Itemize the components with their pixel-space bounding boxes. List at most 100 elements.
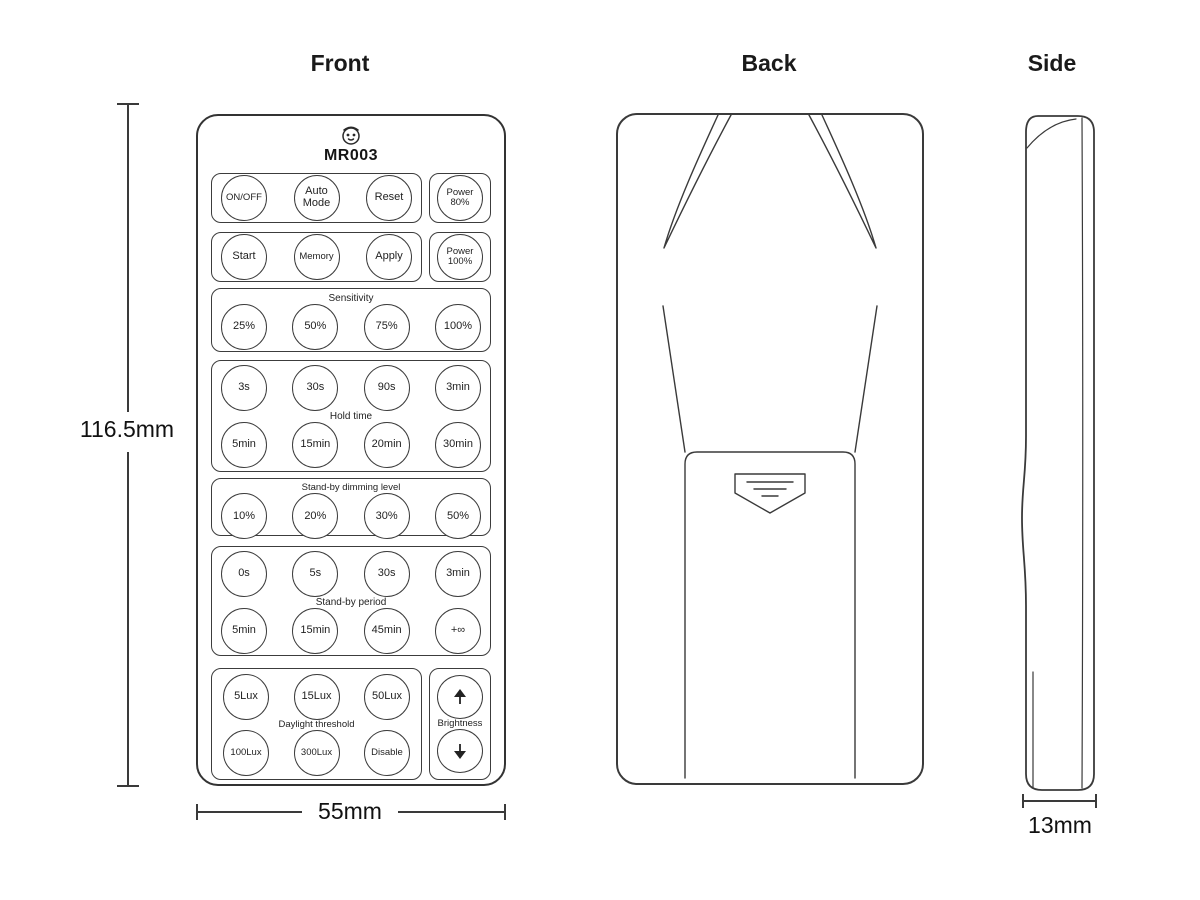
back-seam-left — [663, 114, 732, 249]
side-view-title: Side — [1027, 50, 1077, 76]
button-5lux: 5Lux — [223, 674, 269, 720]
model-label: MR003 — [323, 147, 379, 164]
button-300lux: 300Lux — [293, 730, 340, 777]
back-slant-left — [662, 305, 686, 453]
button-hold-30s: 30s — [292, 365, 339, 411]
button-hold-15min: 15min — [292, 422, 339, 468]
back-seam-right — [808, 114, 877, 249]
group-power-80: Power 80% — [429, 173, 491, 223]
button-auto-mode: Auto Mode — [293, 175, 340, 221]
hold-time-row1: 3s 30s 90s 3min — [221, 365, 481, 411]
button-sensitivity-50: 50% — [292, 304, 339, 350]
button-period-infinity: +∞ — [434, 608, 481, 654]
brightness-down-button — [437, 729, 483, 773]
band-row2: Start Memory Apply Power 100% — [211, 232, 491, 282]
standby-period-row1: 0s 5s 30s 3min — [221, 551, 481, 597]
standby-period-label: Stand-by period — [315, 597, 387, 608]
side-seam-line — [1081, 117, 1084, 789]
band-row1: ON/OFF Auto Mode Reset Power 80% — [211, 173, 491, 223]
side-body-outline — [1021, 115, 1095, 791]
battery-tab-icon — [734, 473, 806, 514]
remote-front-view: MR003 ON/OFF Auto Mode Reset Power 80% S… — [196, 114, 506, 786]
height-dimension-line-lower — [127, 452, 129, 786]
button-hold-3min: 3min — [434, 365, 481, 411]
width-dimension-line-right — [398, 811, 504, 813]
width-dimension-cap-left — [196, 804, 198, 820]
button-period-45min: 45min — [363, 608, 410, 654]
height-dimension-cap-top — [117, 103, 139, 105]
standby-dimming-row: 10% 20% 30% 50% — [221, 493, 481, 540]
button-hold-90s: 90s — [363, 365, 410, 411]
button-power-80: Power 80% — [437, 175, 483, 221]
button-100lux: 100Lux — [223, 730, 269, 777]
brightness-down-arrow-icon — [454, 743, 466, 759]
button-dimming-30: 30% — [363, 493, 410, 540]
button-period-3min: 3min — [434, 551, 481, 597]
group-hold-time: 3s 30s 90s 3min Hold time 5min 15min 20m… — [211, 360, 491, 472]
remote-header: MR003 — [211, 124, 491, 165]
button-hold-30min: 30min — [434, 422, 481, 468]
group-basic-controls-1: ON/OFF Auto Mode Reset — [211, 173, 422, 223]
group-standby-dimming: Stand-by dimming level 10% 20% 30% 50% — [211, 478, 491, 540]
button-apply: Apply — [366, 234, 412, 280]
button-hold-5min: 5min — [221, 422, 267, 468]
depth-dimension-label: 13mm — [1008, 812, 1112, 839]
button-dimming-10: 10% — [221, 493, 267, 540]
button-period-5s: 5s — [292, 551, 339, 597]
button-start: Start — [221, 234, 267, 280]
width-dimension-line-left — [198, 811, 302, 813]
button-dimming-50: 50% — [434, 493, 481, 540]
button-50lux: 50Lux — [364, 674, 410, 720]
front-view-title: Front — [310, 50, 370, 76]
button-period-0s: 0s — [221, 551, 267, 597]
side-view-drawing — [1021, 115, 1095, 791]
button-on-off: ON/OFF — [221, 175, 267, 221]
hold-time-label: Hold time — [329, 411, 373, 422]
daylight-row1: 5Lux 15Lux 50Lux — [223, 674, 410, 720]
height-dimension-label: 116.5mm — [58, 416, 196, 443]
button-period-30s: 30s — [363, 551, 410, 597]
height-dimension-cap-bottom — [117, 785, 139, 787]
width-dimension-cap-right — [504, 804, 506, 820]
brightness-label: Brightness — [437, 717, 483, 729]
group-basic-controls-2: Start Memory Apply — [211, 232, 422, 282]
daylight-row2: 100Lux 300Lux Disable — [223, 730, 410, 777]
group-brightness: Brightness — [429, 668, 491, 780]
back-body-outline — [616, 113, 924, 785]
button-memory: Memory — [293, 234, 340, 280]
battery-cover-outline — [684, 451, 856, 779]
button-sensitivity-75: 75% — [363, 304, 410, 350]
hold-time-row2: 5min 15min 20min 30min — [221, 422, 481, 468]
group-standby-period: 0s 5s 30s 3min Stand-by period 5min 15mi… — [211, 546, 491, 656]
button-sensitivity-25: 25% — [221, 304, 267, 350]
daylight-threshold-label: Daylight threshold — [278, 719, 355, 730]
standby-dimming-label: Stand-by dimming level — [301, 482, 401, 493]
button-disable: Disable — [364, 730, 410, 777]
brightness-up-button — [437, 675, 483, 719]
sensitivity-label: Sensitivity — [328, 293, 374, 304]
group-sensitivity: Sensitivity 25% 50% 75% 100% — [211, 288, 491, 352]
button-period-5min: 5min — [221, 608, 267, 654]
depth-dimension-line — [1022, 800, 1097, 802]
side-top-curve — [1026, 118, 1077, 149]
band-daylight: 5Lux 15Lux 50Lux Daylight threshold 100L… — [211, 668, 491, 780]
group-daylight-threshold: 5Lux 15Lux 50Lux Daylight threshold 100L… — [211, 668, 422, 780]
standby-period-row2: 5min 15min 45min +∞ — [221, 608, 481, 654]
brightness-up-arrow-icon — [454, 689, 466, 705]
back-slant-right — [854, 305, 878, 453]
button-hold-3s: 3s — [221, 365, 267, 411]
back-view-title: Back — [741, 50, 797, 76]
button-power-100: Power 100% — [437, 234, 483, 280]
height-dimension-line-upper — [127, 103, 129, 412]
width-dimension-label: 55mm — [304, 798, 396, 825]
button-sensitivity-100: 100% — [434, 304, 481, 350]
back-view-drawing — [616, 113, 924, 785]
battery-tab-grip-lines — [746, 481, 794, 497]
button-period-15min: 15min — [292, 608, 339, 654]
button-15lux: 15Lux — [293, 674, 340, 720]
button-dimming-20: 20% — [292, 493, 339, 540]
brand-logo-icon — [342, 126, 360, 145]
sensitivity-row: 25% 50% 75% 100% — [221, 304, 481, 350]
button-hold-20min: 20min — [363, 422, 410, 468]
